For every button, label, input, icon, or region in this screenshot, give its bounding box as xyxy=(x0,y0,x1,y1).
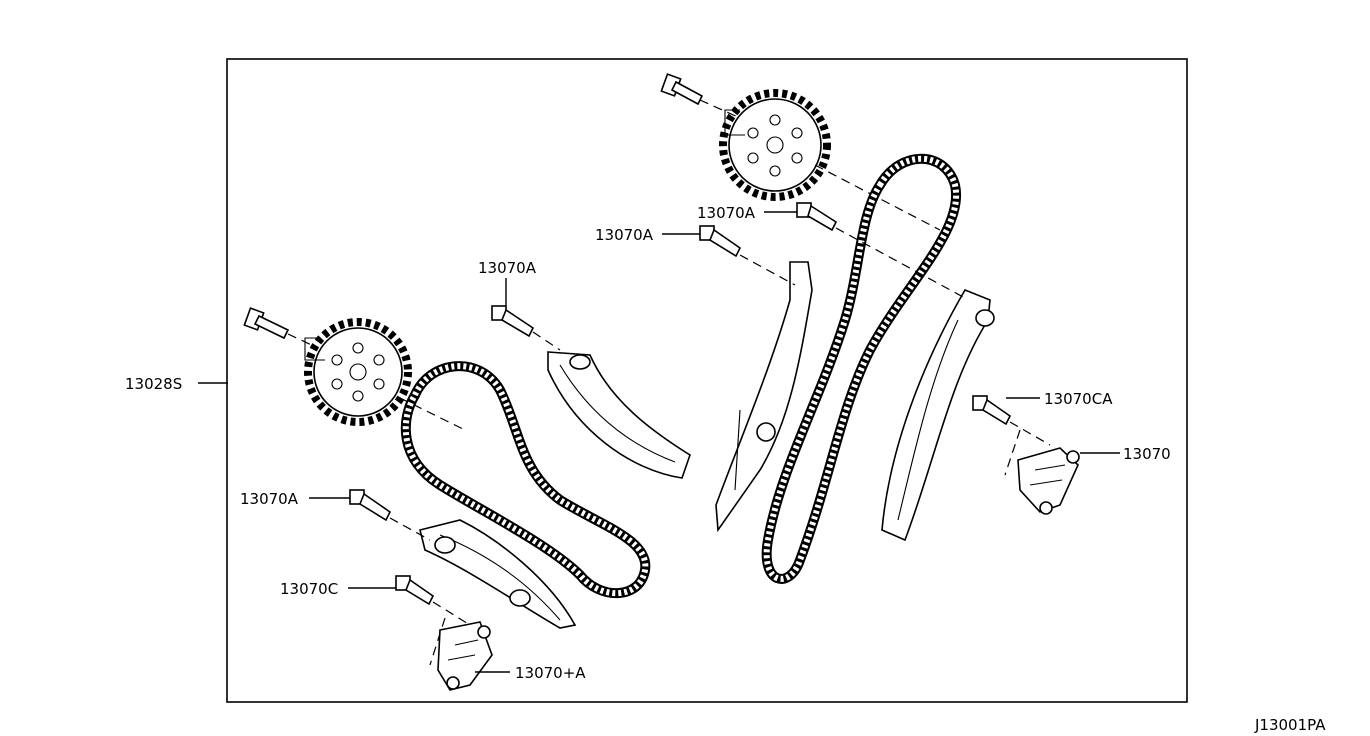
callout-13070c: 13070C xyxy=(280,580,338,598)
callout-13070a-mid: 13070A xyxy=(595,226,654,244)
bolt-13070a-mid xyxy=(699,225,742,258)
bolt-13070c xyxy=(395,575,435,606)
left-sprocket-bolt xyxy=(243,307,290,340)
bolt-axis-13070ca xyxy=(1004,421,1051,476)
diagram-code: J13001PA xyxy=(1254,716,1326,734)
left-chain-tensioner-guide xyxy=(419,519,577,629)
callout-13028s: 13028S xyxy=(125,375,182,393)
callout-13070a-top: 13070A xyxy=(697,204,756,222)
bolt-axis-left xyxy=(532,331,561,351)
bolt-axis-13070c xyxy=(429,601,471,666)
bolt-13070a-top xyxy=(796,202,838,232)
diagram-frame xyxy=(226,58,1188,703)
bolt-13070ca xyxy=(972,395,1012,426)
callout-13070a-lower: 13070A xyxy=(240,490,299,508)
callout-13070: 13070 xyxy=(1123,445,1171,463)
upper-sprocket-axis xyxy=(699,99,941,231)
upper-cam-sprocket xyxy=(719,89,831,201)
bolt-13070a-left xyxy=(491,305,535,338)
callout-13070ca: 13070CA xyxy=(1044,390,1113,408)
bolt-axis-lower xyxy=(389,517,431,541)
right-chain-guide xyxy=(881,289,995,542)
tensioner-13070-plus-a xyxy=(437,621,493,691)
bolt-13070a-lower xyxy=(349,489,392,522)
left-cam-sprocket xyxy=(304,318,412,426)
callout-13070a-left: 13070A xyxy=(478,259,537,277)
tensioner-13070 xyxy=(1017,447,1080,515)
left-chain-guide-upper xyxy=(547,351,691,479)
upper-sprocket-bolt xyxy=(660,73,704,106)
bolt-axes-upper xyxy=(739,227,966,299)
left-sprocket-axis xyxy=(287,333,466,431)
callout-13070-plus-a: 13070+A xyxy=(515,664,586,682)
middle-tensioner-arm xyxy=(715,261,813,533)
